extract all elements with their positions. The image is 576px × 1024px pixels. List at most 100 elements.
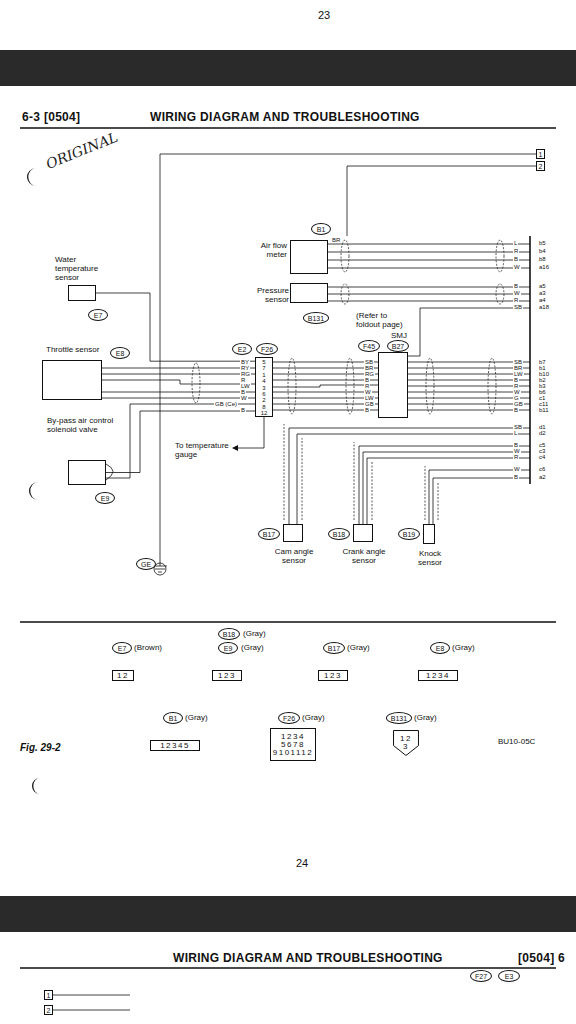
note-text: (Refer to foldout page) — [356, 311, 412, 329]
callout-oval: B131 — [303, 312, 329, 324]
callout-number: E3 — [505, 973, 514, 980]
wire-label: L — [513, 240, 518, 246]
dark-band — [0, 896, 576, 932]
component-box: Air flow meter — [290, 240, 328, 274]
component-box: Throttle sensor — [42, 360, 102, 400]
pin-number: 5 — [262, 359, 265, 365]
connector-face: 12 — [112, 670, 134, 681]
rule-line — [20, 128, 556, 968]
wire-label: SB — [513, 304, 523, 310]
terminal-box: 1 — [44, 990, 53, 1000]
component-box: By-pass air control solenoid valve — [68, 460, 106, 485]
wire-label: W — [513, 290, 521, 296]
shield — [192, 363, 200, 403]
note-text: (Gray) — [347, 643, 370, 652]
callout-oval: B27 — [387, 340, 409, 352]
callout-oval: B18 — [218, 628, 240, 640]
wire — [102, 368, 255, 478]
callout-number: F27 — [475, 973, 487, 980]
wire-connector — [106, 411, 255, 473]
wires — [53, 154, 536, 1010]
callout-number: B18 — [223, 631, 235, 638]
note-text: (Gray) — [185, 713, 208, 722]
component-name: Pressure sensor — [237, 286, 289, 304]
component-name: Cam angle sensor — [271, 547, 317, 565]
wire — [238, 416, 264, 448]
wire-connector — [96, 293, 255, 361]
pin-number: 1234 — [426, 672, 450, 680]
callout-oval: GE — [136, 558, 156, 570]
pin-number: 9101112 — [273, 749, 313, 757]
wire-label: a2 — [538, 474, 547, 480]
wire-label: c4 — [538, 454, 546, 460]
wire-label: a4 — [538, 297, 547, 303]
pin-number: 6 — [262, 391, 265, 397]
component-name: SMJ — [391, 331, 415, 340]
pin-number: 3 — [262, 385, 265, 391]
terminal-box: 1 — [536, 149, 545, 159]
shield — [288, 358, 296, 414]
callout-number: B18 — [333, 531, 345, 538]
terminal-box: 2 — [44, 1005, 53, 1015]
connector-face: 123 — [318, 670, 348, 681]
callout-oval: B17 — [323, 642, 345, 654]
note-text: (Gray) — [241, 643, 264, 652]
shield — [284, 424, 438, 520]
pin-number: 12 — [261, 410, 268, 416]
connector-face: 12345 — [150, 740, 200, 751]
component-name: Air flow meter — [249, 241, 287, 259]
pin-number: 123 — [218, 672, 236, 680]
wire-label: b4 — [538, 248, 547, 254]
page-number: 23 — [318, 10, 330, 21]
wire-label: d2 — [538, 430, 547, 436]
note-text: BU10-05C — [498, 737, 535, 746]
wire-label: B — [513, 474, 519, 480]
callout-number: E9 — [101, 495, 110, 502]
note-text: (Gray) — [452, 643, 475, 652]
wire-label: R — [513, 297, 519, 303]
callout-oval: E8 — [430, 642, 450, 654]
callout-number: B27 — [392, 343, 404, 350]
wire-label: W — [240, 395, 248, 401]
callout-number: B131 — [391, 715, 407, 722]
callout-oval: E9 — [218, 642, 238, 654]
shield — [341, 240, 349, 272]
punch-hole — [27, 168, 36, 186]
callout-oval: E7 — [88, 309, 108, 321]
wire-label: a3 — [538, 290, 547, 296]
pin-number: 1234 — [281, 733, 305, 741]
pin-number: 1 — [262, 372, 265, 378]
figure-number: Fig. 29-2 — [20, 743, 61, 753]
wire — [160, 154, 536, 560]
component-box: SMJ — [378, 352, 408, 418]
callout-oval: E7 — [112, 642, 132, 654]
note-text: (Gray) — [302, 713, 325, 722]
wire-label: B — [513, 256, 519, 262]
component-box: Pressure sensor — [290, 283, 328, 303]
component-name: Knock sensor — [408, 549, 452, 567]
callout-number: B1 — [317, 226, 326, 233]
pin-number: 5678 — [281, 741, 305, 749]
callout-number: E7 — [94, 312, 103, 319]
page-title: WIRING DIAGRAM AND TROUBLESHOOTING — [150, 111, 420, 123]
arrow-head — [232, 445, 238, 451]
page-header: 6-3 [0504] — [22, 111, 80, 123]
callout-number: B17 — [328, 645, 340, 652]
callout-oval: F45 — [358, 340, 380, 352]
callout-number: E8 — [116, 350, 125, 357]
callout-number: F45 — [363, 343, 375, 350]
callout-number: E7 — [118, 645, 127, 652]
note-text: (Gray) — [243, 629, 266, 638]
pin-number: 12 — [400, 735, 412, 743]
pin-number: 3 — [403, 743, 409, 751]
wire-label: W — [513, 466, 521, 472]
pin-number: 2 — [47, 1007, 51, 1014]
page-gap — [0, 50, 576, 932]
callout-oval: F26 — [256, 343, 278, 355]
connector-face: 123 — [393, 730, 419, 756]
pin-number: 12345 — [160, 742, 190, 750]
shield — [341, 284, 349, 304]
shield — [496, 240, 504, 272]
wire-label: W — [513, 264, 521, 270]
callout-number: E2 — [238, 346, 247, 353]
